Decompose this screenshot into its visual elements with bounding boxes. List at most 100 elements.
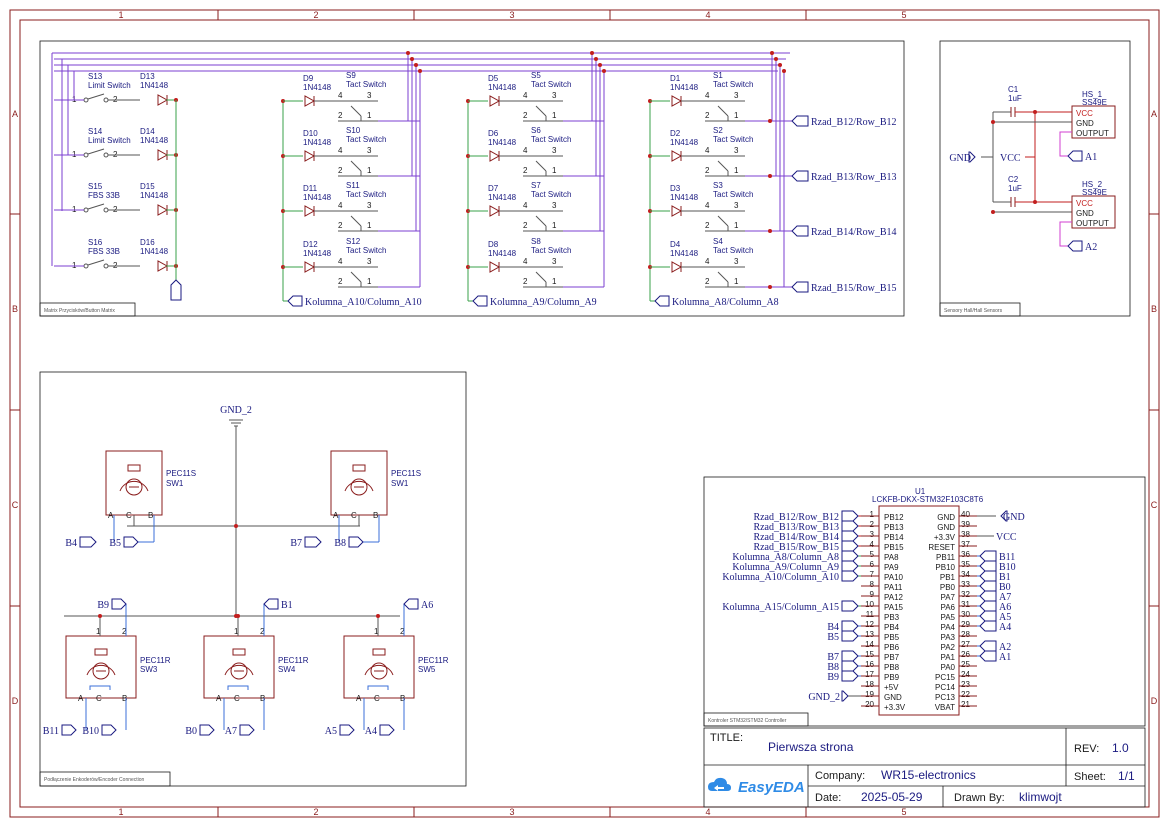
mcu-right-net-flag — [979, 650, 997, 662]
mcu-pin-label: PA10 — [884, 573, 904, 582]
diode-ref: D8 — [488, 240, 499, 249]
mcu-pin-number: 33 — [961, 580, 970, 589]
mcu-pin-number: 20 — [865, 700, 874, 709]
diode-D7 — [489, 205, 501, 217]
diode-ref: D12 — [303, 240, 318, 249]
encoder-part: PEC11R — [418, 656, 449, 665]
mcu-sheet — [703, 476, 1146, 727]
ruler-row-label: C — [1151, 500, 1158, 510]
mcu-pin-label: PB13 — [884, 523, 904, 532]
mcu-left-net-flag — [841, 670, 859, 682]
ruler-col-label: 3 — [509, 10, 514, 20]
mcu-pin-label: +3.3V — [934, 533, 956, 542]
pin-num: A — [356, 694, 362, 703]
encoder-ref: SW3 — [140, 665, 158, 674]
ruler-row-label: A — [12, 109, 18, 119]
mcu-right-net-flag — [979, 610, 997, 622]
mcu-pin-label: PA7 — [940, 593, 955, 602]
row-net-1-flag — [791, 170, 809, 182]
pin-num: 1 — [374, 627, 379, 636]
mcu-pin-label: +3.3V — [884, 703, 906, 712]
mcu-right-net: A7 — [999, 592, 1011, 603]
mcu-pin-label: PB1 — [940, 573, 956, 582]
switch-type: Tact Switch — [713, 135, 753, 144]
mcu-left-net-flag — [841, 570, 859, 582]
diode-D5 — [489, 95, 501, 107]
diode-part: 1N4148 — [140, 191, 169, 200]
column-a15-flag — [170, 279, 182, 301]
net-flag — [968, 151, 976, 163]
junction-dot — [410, 57, 414, 61]
switch-type: Tact Switch — [346, 80, 386, 89]
mcu-pin-label: PA15 — [884, 603, 904, 612]
hall-sensor-body — [1071, 105, 1116, 139]
pin-num: B — [122, 694, 127, 703]
diode-ref: D14 — [140, 127, 155, 136]
switch-lever — [87, 203, 105, 210]
diode-D3 — [671, 205, 683, 217]
pin-num: 2 — [523, 166, 528, 175]
switch-type: Tact Switch — [346, 190, 386, 199]
junction-dot — [770, 51, 774, 55]
pin-num: 3 — [734, 257, 739, 266]
mcu-body — [878, 505, 960, 716]
mcu-left-net: Kolumna_A10/Column_A10 — [722, 572, 839, 583]
switch-type: Limit Switch — [88, 136, 131, 145]
switch-ref: S12 — [346, 237, 361, 246]
switch-terminal — [103, 97, 109, 103]
ruler-col-label: 2 — [313, 807, 318, 817]
date-label: Date: — [815, 792, 841, 804]
mcu-pin-number: 35 — [961, 560, 970, 569]
mcu-pin-label: PB15 — [884, 543, 904, 552]
hall-pin-label: OUTPUT — [1076, 219, 1109, 228]
switch-type: Tact Switch — [531, 135, 571, 144]
mcu-part: LCKFB-DKX-STM32F103C8T6 — [872, 495, 984, 504]
pin-num: 3 — [734, 146, 739, 155]
pin-num: 1 — [96, 627, 101, 636]
switch-type: Tact Switch — [531, 80, 571, 89]
encoder-button — [127, 464, 141, 472]
pin-num: 3 — [367, 146, 372, 155]
diode-part: 1N4148 — [488, 138, 517, 147]
mcu-right-net: A1 — [999, 652, 1011, 663]
mcu-left-net: Kolumna_A15/Column_A15 — [722, 602, 839, 613]
column-net-1: Kolumna_A9/Column_A9 — [490, 297, 597, 308]
switch-lever — [717, 271, 729, 283]
diode-D14 — [157, 149, 169, 161]
switch-ref: S5 — [531, 71, 541, 80]
mcu-left-net-flag — [841, 620, 859, 632]
ruler-col-label: 5 — [901, 807, 906, 817]
pin-num: 1 — [234, 627, 239, 636]
column-net-0-flag — [287, 295, 303, 307]
switch-lever — [717, 105, 729, 117]
pin-num: C — [234, 694, 240, 703]
mcu-right-net: A5 — [999, 612, 1011, 623]
encoder-ref: SW1 — [391, 479, 409, 488]
junction-dot — [774, 57, 778, 61]
title-label: TITLE: — [710, 732, 743, 744]
pin-num: 1 — [552, 277, 557, 286]
pin-num: 3 — [367, 91, 372, 100]
encoder-body — [343, 635, 415, 699]
encoder-net: B11 — [43, 726, 59, 737]
mcu-left-net: B9 — [827, 672, 839, 683]
switch-ref: S10 — [346, 126, 361, 135]
ruler-row-label: B — [12, 304, 18, 314]
mcu-pin-label: PB7 — [884, 653, 900, 662]
diode-ref: D5 — [488, 74, 499, 83]
row-net-3-flag — [791, 281, 809, 293]
encoder-body — [105, 450, 163, 516]
mcu-ref: U1 — [915, 487, 926, 496]
encoder-button — [372, 648, 386, 656]
pin-num: 1 — [367, 166, 372, 175]
mcu-pin-label: PB4 — [884, 623, 900, 632]
mcu-right-net-flag — [979, 640, 997, 652]
switch-ref: S9 — [346, 71, 356, 80]
mcu-block: U1LCKFB-DKX-STM32F103C8T6PB121Rzad_B12/R… — [722, 487, 1025, 716]
switch-type: Tact Switch — [713, 246, 753, 255]
mcu-left-net: B8 — [827, 662, 839, 673]
switch-lever — [350, 215, 362, 227]
mcu-pin-number: 18 — [865, 680, 874, 689]
